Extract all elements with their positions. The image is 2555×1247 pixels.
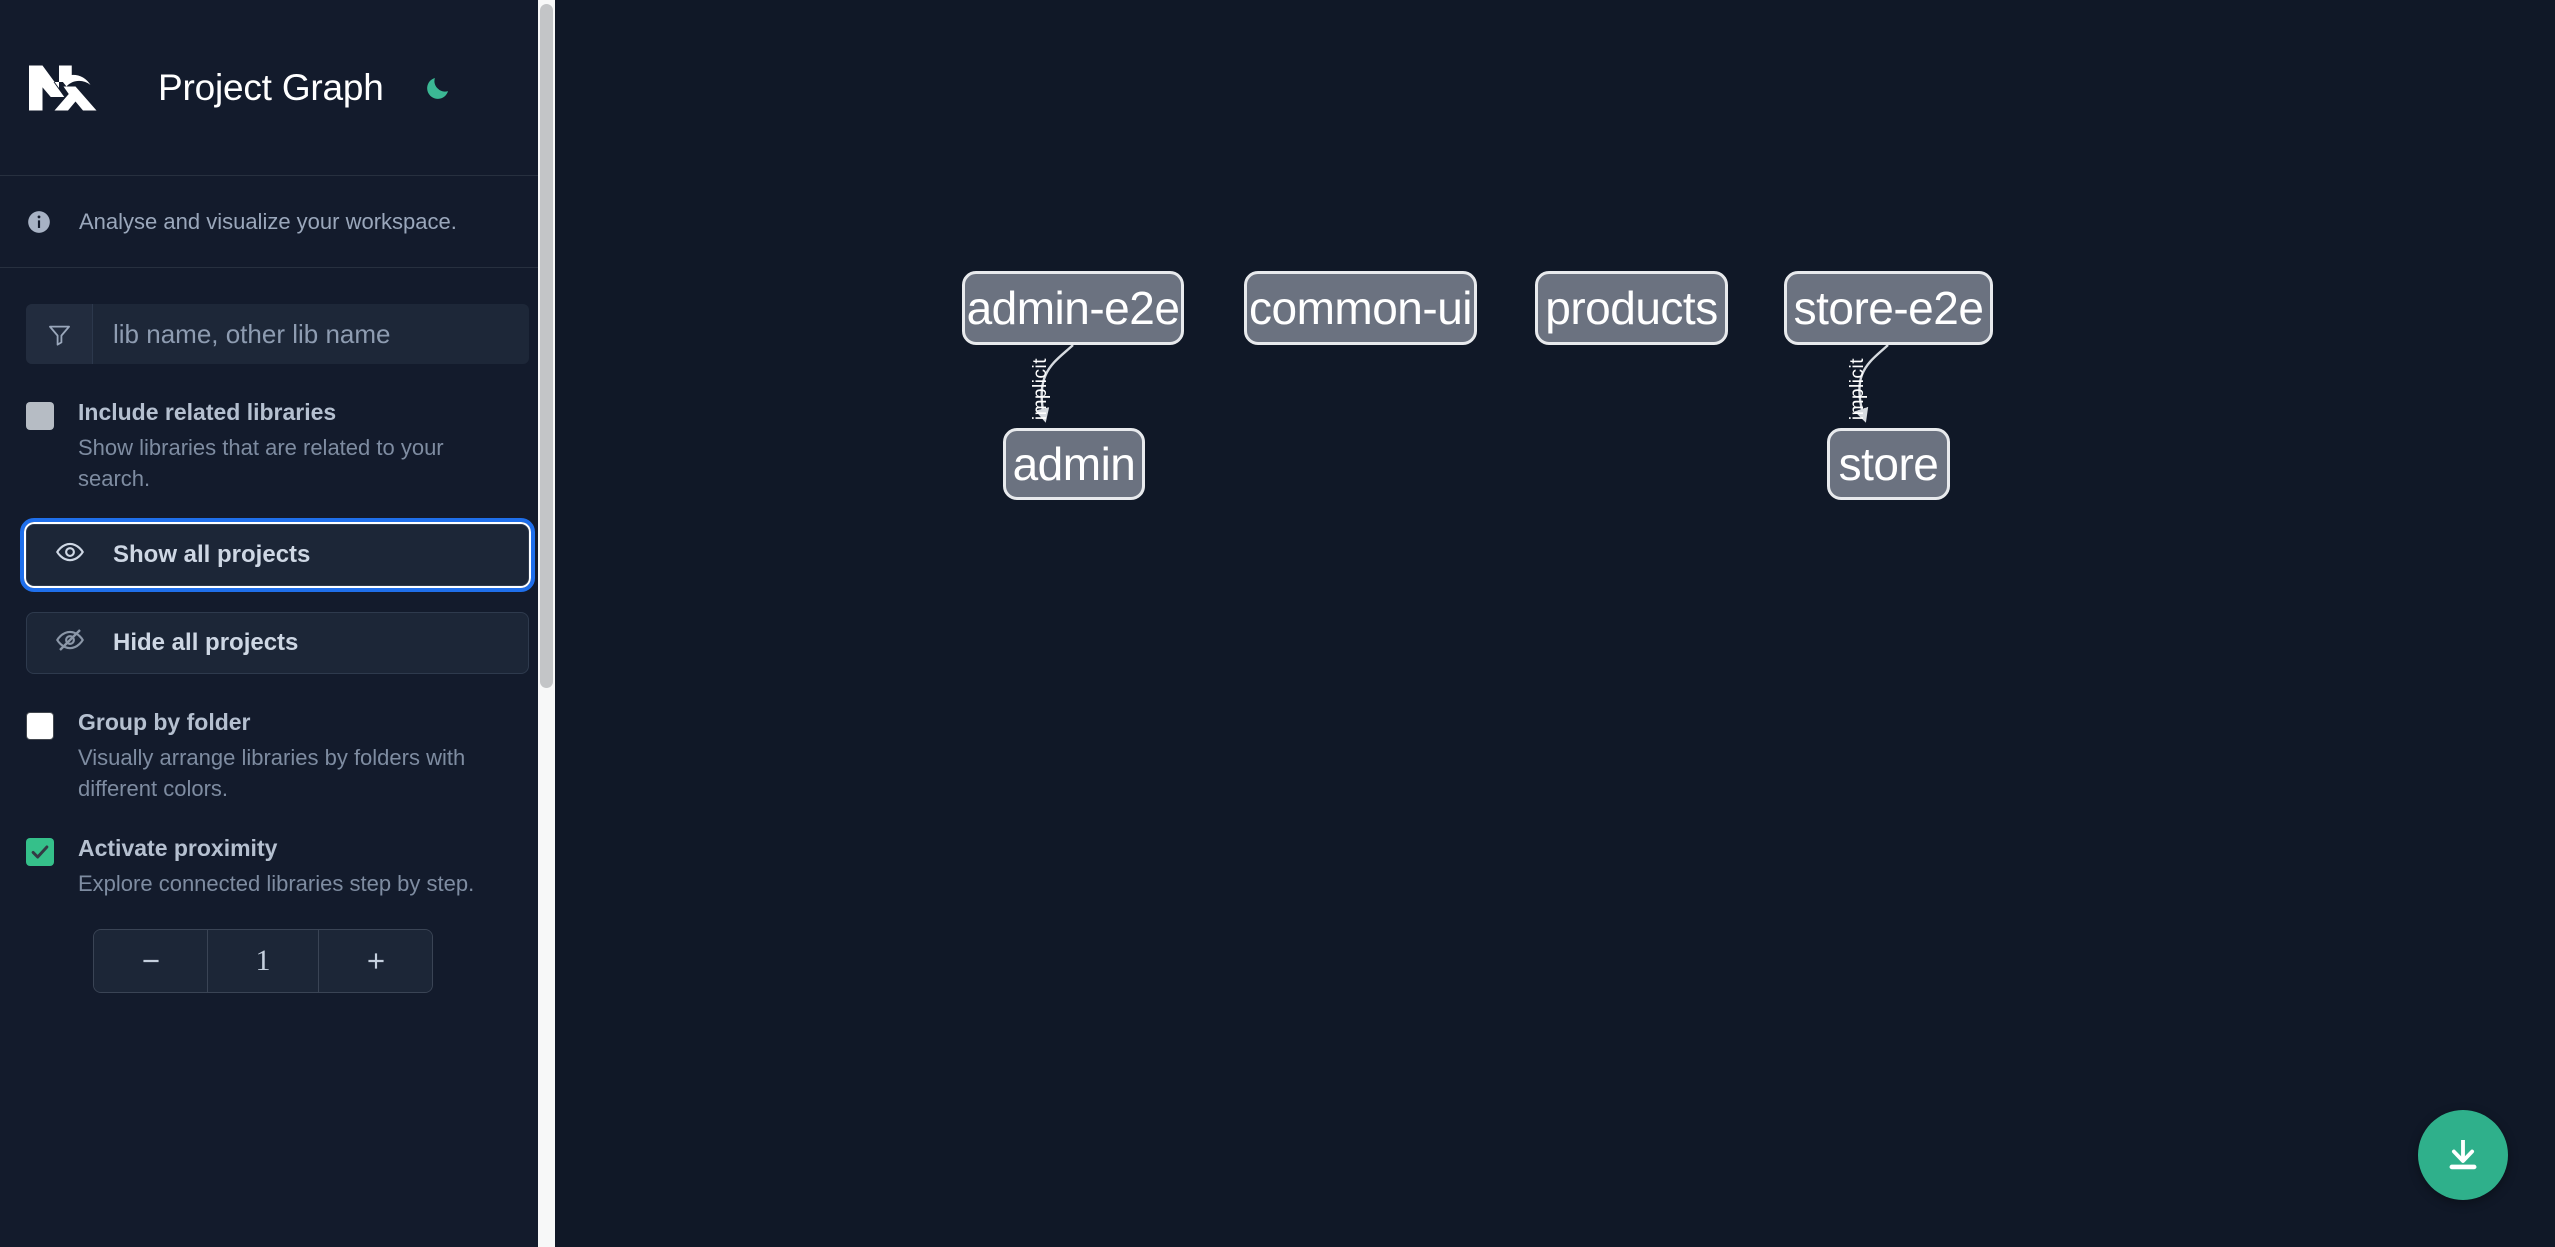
option-include-related-libraries[interactable]: Include related libraries Show libraries… [26,398,529,494]
page-title: Project Graph [158,66,384,108]
workspace-tagline: Analyse and visualize your workspace. [0,176,555,268]
visibility-buttons: Show all projects Hide all projects [20,518,535,675]
download-icon [2442,1133,2484,1178]
sidebar-body: Include related libraries Show libraries… [0,268,555,994]
include-related-label: Include related libraries [78,399,337,425]
edge-store-e2e-to-store [1854,344,1889,423]
hide-all-projects-label: Hide all projects [113,629,299,657]
graph-node-admin[interactable]: admin [1003,428,1145,500]
graph-node-products[interactable]: products [1535,271,1728,345]
stepper-value: 1 [207,930,319,993]
graph-node-store-e2e[interactable]: store-e2e [1784,271,1993,345]
include-related-description: Show libraries that are related to your … [78,434,444,491]
graph-edges [1035,344,1889,423]
option-activate-proximity[interactable]: Activate proximity Explore connected lib… [26,834,529,899]
sidebar: Project Graph Analyse and visualize your… [0,0,555,1247]
search-input[interactable] [93,304,529,364]
edge-label-implicit-store: implicit [1847,358,1868,421]
group-by-folder-description: Visually arrange libraries by folders wi… [78,744,466,802]
tagline-text: Analyse and visualize your workspace. [79,208,457,234]
show-all-projects-button[interactable]: Show all projects [20,518,535,593]
group-by-folder-label: Group by folder [78,709,251,736]
info-icon [26,209,52,235]
sidebar-header: Project Graph [0,0,555,176]
stepper-increment-button[interactable] [319,930,432,993]
include-related-checkbox[interactable] [26,402,54,430]
eye-icon [55,537,85,574]
graph-node-store[interactable]: store [1827,428,1950,500]
graph-node-common-ui[interactable]: common-ui [1244,271,1477,345]
proximity-stepper[interactable]: 1 [93,929,433,994]
graph-canvas[interactable]: implicit implicit admin-e2e common-ui pr… [555,0,2555,1247]
nx-logo-icon [26,57,116,119]
search-field[interactable] [26,304,529,364]
download-button[interactable] [2418,1110,2508,1200]
activate-proximity-description: Explore connected libraries step by step… [78,871,475,897]
group-by-folder-checkbox[interactable] [26,712,54,741]
filter-funnel-icon [26,304,93,364]
eye-off-icon [55,625,85,662]
edge-admin-e2e-to-admin [1035,344,1074,423]
activate-proximity-checkbox[interactable] [26,838,54,867]
activate-proximity-label: Activate proximity [78,835,278,862]
option-group-by-folder[interactable]: Group by folder Visually arrange librari… [26,708,529,804]
edge-label-implicit-admin: implicit [1030,358,1051,421]
hide-all-projects-button[interactable]: Hide all projects [26,612,529,675]
sidebar-scrollbar-thumb[interactable] [540,4,553,688]
sidebar-scrollbar-track[interactable] [538,0,555,1247]
moon-icon[interactable] [416,66,460,110]
graph-node-admin-e2e[interactable]: admin-e2e [962,271,1184,345]
show-all-projects-label: Show all projects [113,541,311,569]
stepper-decrement-button[interactable] [94,930,207,993]
